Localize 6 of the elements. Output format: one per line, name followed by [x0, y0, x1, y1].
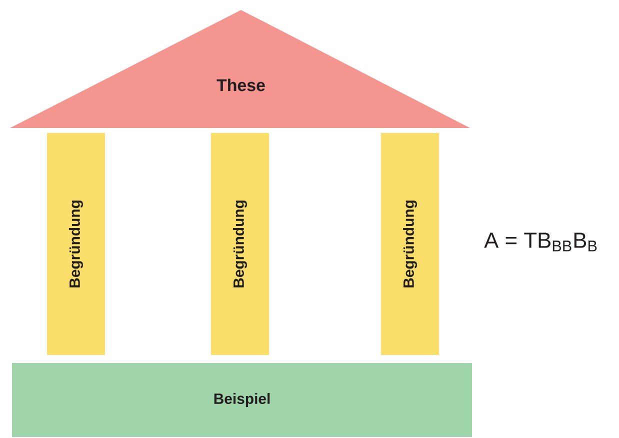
pillar-column: Begründung: [381, 132, 439, 355]
formula-label: A = TB$_{BB}$B$_{B}$: [484, 232, 597, 252]
pillar-column: Begründung: [211, 132, 269, 355]
roof-triangle: These: [10, 10, 470, 128]
pillar-column: Begründung: [47, 132, 105, 355]
base-block: Beispiel: [12, 362, 472, 437]
